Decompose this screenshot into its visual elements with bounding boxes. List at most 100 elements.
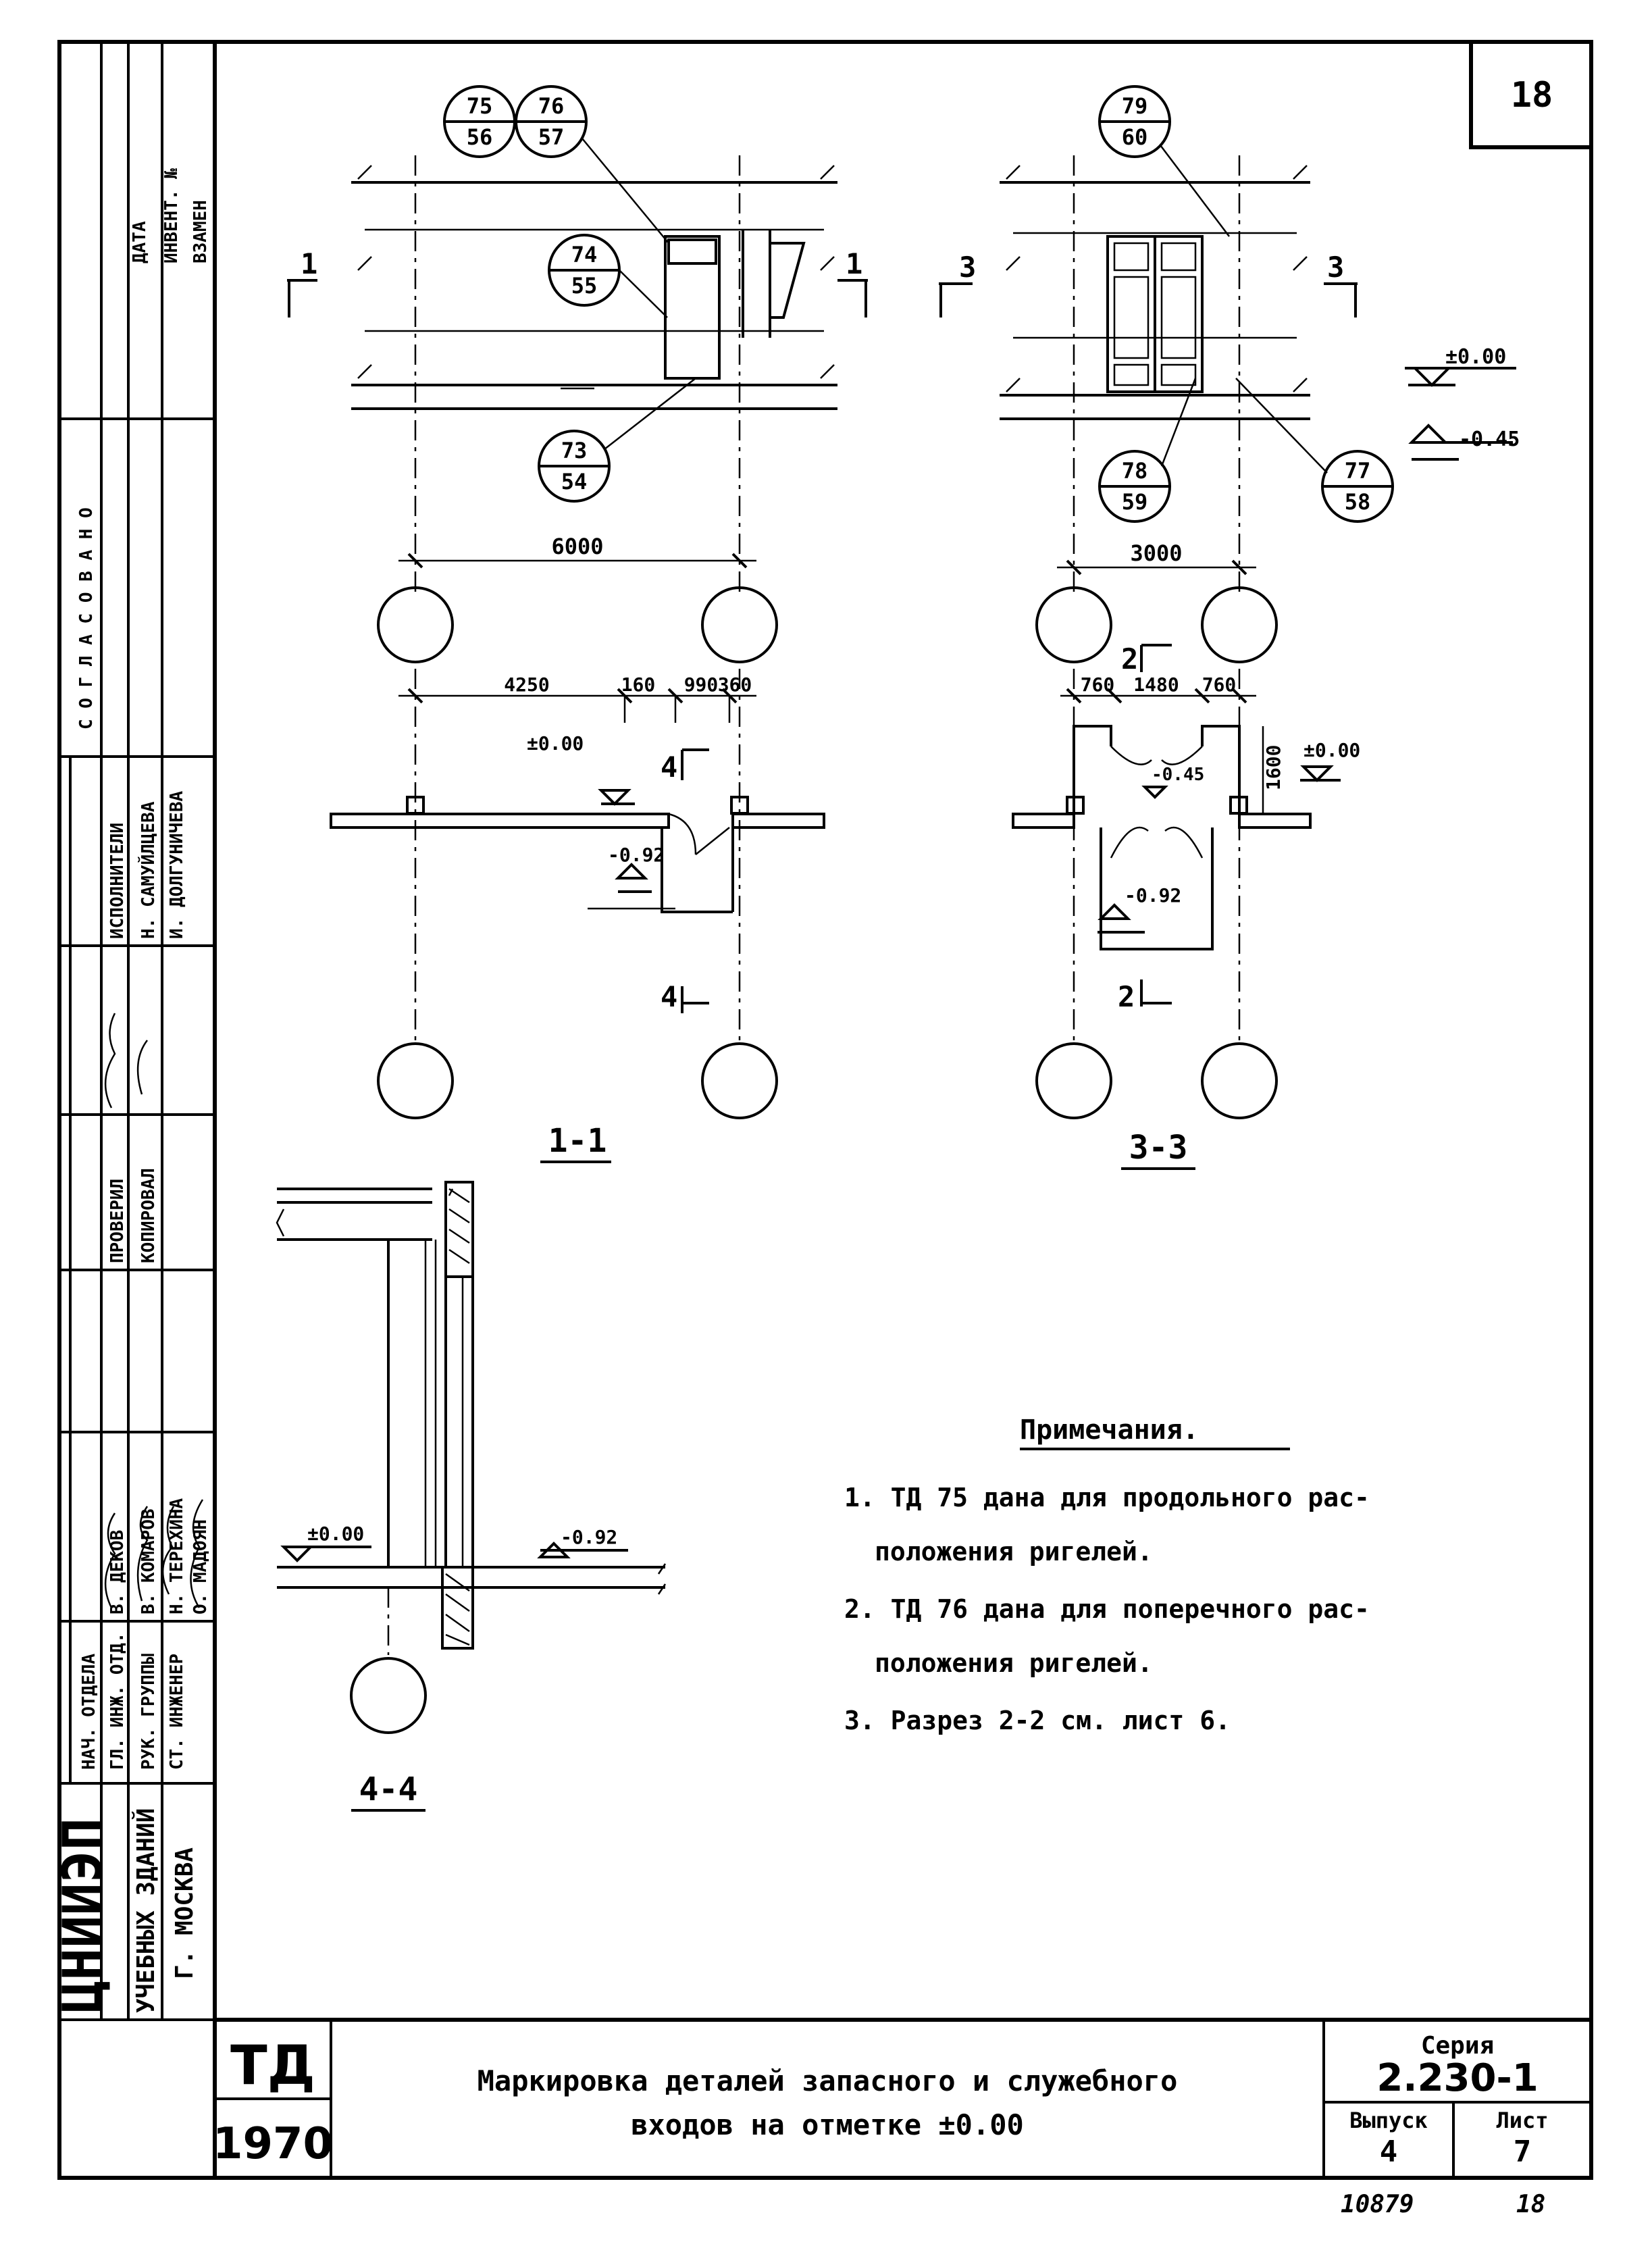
- callout-55-bottom: 55: [571, 273, 598, 299]
- level-marker-top: [1405, 367, 1516, 387]
- title-block-series-label: Серия: [1421, 2032, 1494, 2060]
- stamp-role-st-inzhener: СТ. ИНЖЕНЕР: [167, 1654, 187, 1770]
- plan-3-3: [1012, 644, 1341, 1040]
- stamp-name-komarov: В. КОМАРОВ: [138, 1508, 159, 1614]
- plan-left-dim-990: 990: [684, 673, 719, 696]
- title-block-year: 1970: [213, 2119, 333, 2169]
- plan-right-level-000: ±0.00: [1303, 739, 1360, 761]
- callout-75-top: 75: [467, 93, 493, 119]
- plan-right-dim-1600: 1600: [1262, 745, 1285, 790]
- title-block-sheet-label: Лист: [1496, 2108, 1548, 2133]
- title-block-issue-label: Выпуск: [1349, 2108, 1428, 2133]
- note-2-line-1: 2. ТД 76 дана для поперечного рас-: [844, 1594, 1370, 1624]
- plan-left-dim-360: 360: [718, 673, 752, 696]
- sheet-frame: [57, 40, 1593, 2180]
- plan-1-1: [330, 669, 825, 1040]
- callout-79-60: 79 60: [1098, 85, 1171, 158]
- stamp-name-terekhina: Н. ТЕРЕХИНА: [167, 1498, 187, 1614]
- callout-76-top: 76: [538, 93, 565, 119]
- stamp-role-ruk-gruppy: РУК. ГРУППЫ: [138, 1653, 159, 1770]
- plan-cut-2-top: 2: [1121, 642, 1138, 676]
- note-1-line-2: положения ригелей.: [875, 1537, 1153, 1566]
- elev-right-dim: 3000: [1130, 540, 1182, 566]
- callout-56-bottom: 56: [467, 124, 493, 150]
- axis-bubble: [377, 1042, 454, 1119]
- plan-cut-2-bottom: 2: [1118, 980, 1135, 1013]
- org-line-1: УЧЕБНЫХ ЗДАНИЙ: [132, 1808, 160, 2013]
- stamp-field-date: ДАТА: [130, 221, 150, 263]
- elev-left-tag-right: 1: [846, 247, 862, 280]
- callout-58-bottom: 58: [1345, 489, 1371, 515]
- plan-right-dim-760a: 760: [1081, 673, 1115, 696]
- axis-bubble: [350, 1657, 427, 1734]
- level-marker-bottom: [1408, 424, 1513, 461]
- callout-74-55: 74 55: [548, 234, 621, 307]
- callout-78-59: 78 59: [1098, 450, 1171, 523]
- plan-left-dim-4250: 4250: [504, 673, 549, 696]
- stamp-name-samuyltseva: Н. САМУЙЛЦЕВА: [137, 801, 159, 939]
- sheet-corner-number: 18: [1511, 75, 1553, 116]
- stamp-name-dekov: В. ДЕКОВ: [107, 1530, 128, 1614]
- stamp-name-dolgunicheva: И. ДОЛГУНИЧЕВА: [167, 791, 187, 939]
- title-block-sheet-value: 7: [1514, 2135, 1532, 2169]
- elev-right-tag-left: 3: [959, 251, 976, 284]
- elevation-left: [287, 155, 868, 594]
- plan-left-level-092: -0.92: [608, 844, 665, 866]
- axis-bubble: [377, 586, 454, 663]
- stamp-field-inventory: ИНВЕНТ. №: [161, 168, 182, 263]
- elev-right-tag-right: 3: [1327, 251, 1344, 284]
- plan-right-level-045: -0.45: [1152, 765, 1204, 785]
- axis-bubble: [1201, 586, 1278, 663]
- stamp-field-replaces: ВЗАМЕН: [190, 200, 211, 263]
- axis-bubble: [1035, 586, 1112, 663]
- stamp-role-proveril: ПРОВЕРИЛ: [107, 1179, 128, 1263]
- plan-left-dim-160: 160: [621, 673, 656, 696]
- callout-54-bottom: 54: [561, 469, 588, 494]
- callout-73-54: 73 54: [538, 430, 611, 503]
- elev-left-dim: 6000: [551, 534, 603, 559]
- level-top-label: ±0.00: [1445, 345, 1506, 369]
- level-bottom-label: -0.45: [1459, 428, 1520, 451]
- plan-cut-4-top: 4: [661, 750, 677, 784]
- callout-73-top: 73: [561, 438, 588, 463]
- axis-bubble: [701, 586, 778, 663]
- callout-57-bottom: 57: [538, 124, 565, 150]
- title-block-issue-value: 4: [1380, 2135, 1398, 2169]
- stamp-signatures: [104, 1013, 204, 1608]
- callout-74-top: 74: [571, 242, 598, 267]
- callout-79-top: 79: [1122, 93, 1148, 119]
- elev-left-tag-left: 1: [301, 247, 317, 280]
- callout-60-bottom: 60: [1122, 124, 1148, 150]
- note-3: 3. Разрез 2-2 см. лист 6.: [844, 1706, 1231, 1735]
- stamp-role-gl-inzh: ГЛ. ИНЖ. ОТД.: [107, 1633, 128, 1770]
- section-4-4: [276, 1181, 667, 1655]
- title-block-code: ТД: [230, 2034, 315, 2097]
- section-label-4-4: 4-4: [359, 1770, 418, 1808]
- title-block-title-line-1: Маркировка деталей запасного и служебног…: [477, 2064, 1178, 2097]
- elevation-right: [939, 155, 1358, 594]
- axis-bubble: [701, 1042, 778, 1119]
- section-44-level-092: -0.92: [561, 1526, 617, 1548]
- plan-right-level-092: -0.92: [1125, 884, 1181, 907]
- title-block-series-value: 2.230-1: [1376, 2056, 1538, 2100]
- section-44-level-000: ±0.00: [307, 1523, 364, 1545]
- plan-right-dim-760b: 760: [1202, 673, 1237, 696]
- callout-77-top: 77: [1345, 458, 1371, 484]
- callout-76-57: 76 57: [515, 85, 588, 158]
- callout-75-56: 75 56: [443, 85, 516, 158]
- stamp-role-kopiroval: КОПИРОВАЛ: [138, 1168, 159, 1263]
- callout-59-bottom: 59: [1122, 489, 1148, 515]
- stamp-role-ispolniteli: ИСПОЛНИТЕЛИ: [107, 823, 128, 939]
- plan-left-level-000: ±0.00: [527, 732, 584, 755]
- plan-cut-4-bottom: 4: [661, 980, 677, 1013]
- section-label-1-1: 1-1: [548, 1122, 607, 1160]
- notes-title: Примечания.: [1020, 1415, 1199, 1446]
- title-block-title-line-2: входов на отметке ±0.00: [631, 2108, 1024, 2141]
- stamp-agreed: С О Г Л А С О В А Н О: [76, 507, 97, 730]
- note-2-line-2: положения ригелей.: [875, 1648, 1153, 1678]
- org-line-2: Г. МОСКВА: [171, 1848, 199, 1979]
- stamp-role-nach-otdela: НАЧ. ОТДЕЛА: [79, 1653, 99, 1770]
- org-logo: ЦНИИЭП: [51, 1818, 114, 2013]
- section-label-3-3: 3-3: [1129, 1129, 1188, 1167]
